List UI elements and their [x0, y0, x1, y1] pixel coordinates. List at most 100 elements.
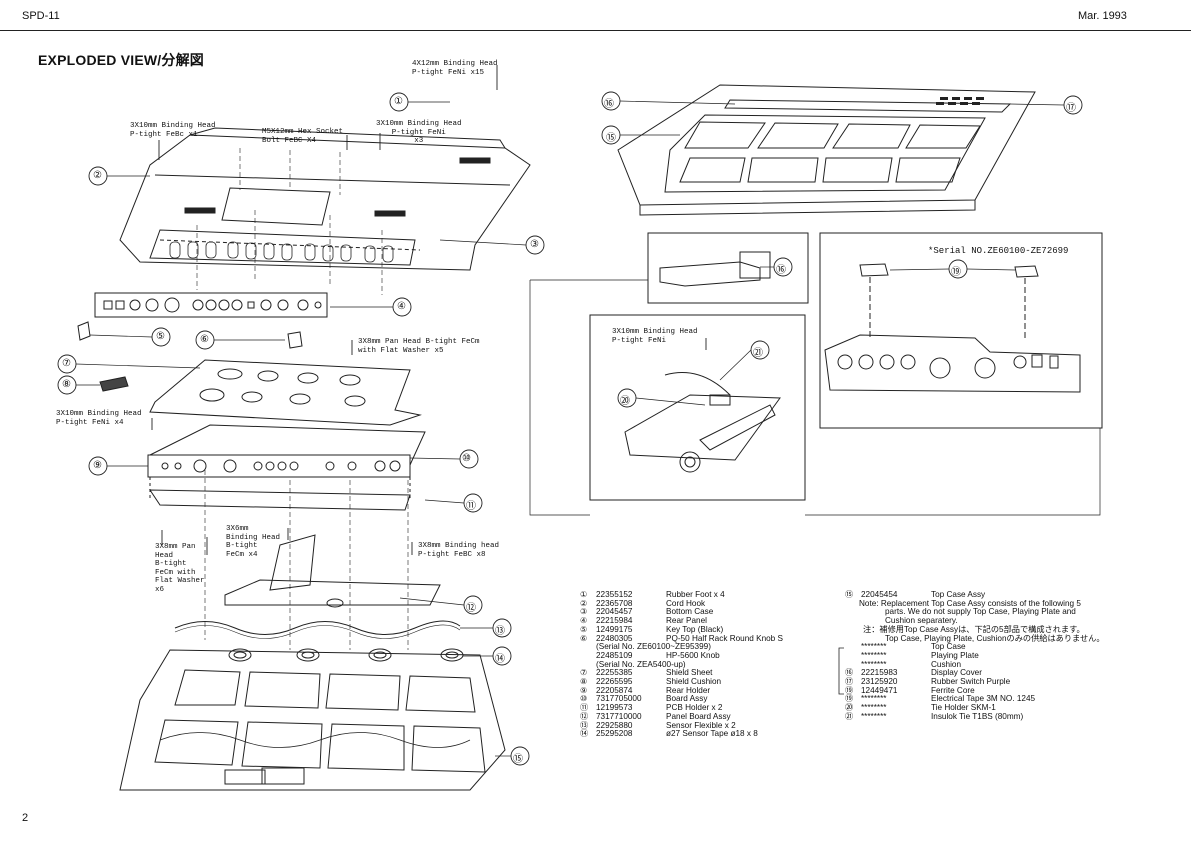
part-number	[845, 643, 861, 652]
part-code: 22925880	[596, 720, 633, 730]
part-number	[580, 643, 596, 652]
part-number: ⑨	[580, 685, 588, 695]
screw-label-line: 3X10mm Binding Head	[612, 328, 698, 336]
part-desc: Tie Holder SKM-1	[931, 703, 996, 713]
rear-holder-drawing	[147, 424, 426, 511]
shield-cushion-drawing	[99, 376, 129, 392]
screw-label-3x10-feni-x4: 3X10mm Binding Head P-tight FeNi x4	[56, 410, 142, 427]
part-desc: Rubber Foot x 4	[666, 590, 725, 599]
top-case-underside-drawing	[119, 649, 506, 791]
part-number: ⑫	[580, 711, 589, 721]
part-desc: Key Top (Black)	[666, 624, 724, 634]
screw-label-line: 3X10mm Binding Head	[376, 120, 462, 128]
part-code: 7317705000	[596, 694, 642, 704]
callout-16: ⑯	[604, 99, 614, 110]
part-desc: Board Assy	[666, 694, 708, 704]
screw-label-line: P-tight FeNi	[391, 128, 446, 137]
screw-label-m5x12: M5X12mm Hex Socket Bolt FeBC X4	[262, 128, 343, 145]
screw-label-line: x3	[414, 137, 424, 145]
part-number: ①	[580, 590, 588, 599]
list-item: ********Cushion	[845, 659, 1105, 670]
part-number: ⑲	[845, 694, 854, 704]
callout-12: ⑫	[466, 603, 476, 614]
callout-17: ⑰	[1066, 103, 1076, 114]
part-desc: Playing Plate	[931, 650, 979, 660]
screw-label-3x10-feni-x3: 3X10mm Binding Head P-tight FeNi x3	[376, 120, 462, 146]
list-item: ⑳********Tie Holder SKM-1	[845, 703, 1105, 713]
rear-panel-drawing	[94, 292, 328, 318]
callout-3: ③	[530, 239, 539, 250]
part-desc: Top Case	[931, 642, 966, 652]
screw-label-3x6: 3X6mm Binding Head B-tight FeCm x4	[226, 525, 280, 559]
part-number: ⑥	[580, 633, 588, 643]
screw-label-line: Binding Head	[226, 533, 281, 542]
part-number: ⑩	[580, 694, 588, 704]
part-number: ②	[580, 598, 588, 608]
top-case-drawing	[617, 84, 1036, 216]
callout-1: ①	[394, 96, 403, 107]
screw-label-line: FeCm x4	[226, 550, 258, 559]
part-code: 22265595	[596, 677, 633, 687]
part-code: 22045457	[596, 607, 633, 617]
sensor-tape-drawing	[228, 648, 464, 662]
part-number: ⑮	[845, 590, 854, 599]
part-code: 22045454	[861, 590, 898, 599]
part-desc: Shield Cushion	[666, 677, 722, 687]
callout-14: ⑭	[495, 654, 505, 665]
screw-label-line: Flat Washer	[155, 577, 205, 585]
list-item: ******** Playing Plate	[845, 650, 1105, 661]
bracket-mark	[838, 647, 844, 695]
serial-inset-box	[819, 232, 1103, 429]
callout-7: ⑦	[62, 358, 71, 369]
screw-label-3x8-binding-x8: 3X8mm Binding head P-tight FeBC x8	[418, 542, 499, 559]
part-number: ⑧	[580, 677, 588, 687]
part-code: 7317710000	[596, 711, 642, 721]
part-number: ⑦	[580, 668, 588, 678]
part-desc: Top Case Assy	[931, 590, 986, 599]
note-line: parts. We do not supply Top Case, Playin…	[885, 607, 1076, 617]
screw-label-4x12: 4X12mm Binding Head P-tight FeNi x15	[412, 60, 498, 77]
part-code: ********	[861, 694, 887, 704]
list-item: (Serial No. ZEA5400-up)	[580, 660, 783, 670]
part-number: ⑯	[845, 668, 854, 678]
part-desc: ø27 Sensor Tape ø18 x 8	[666, 729, 758, 739]
part-desc: Shield Sheet	[666, 668, 713, 678]
screw-label-3x10-febc: 3X10mm Binding Head P-tight FeBc x1	[130, 122, 216, 139]
screw-label-line: B-tight	[226, 542, 258, 550]
header-model: SPD-11	[22, 10, 60, 22]
part-desc: Insulok Tie T1BS (80mm)	[931, 711, 1024, 721]
part-code: 22215983	[861, 668, 898, 678]
callout-6: ⑥	[200, 334, 209, 345]
callout-20: ⑳	[620, 396, 630, 407]
screw-label-line: B-tight	[155, 560, 187, 568]
part-desc: Bottom Case	[666, 607, 714, 617]
screw-label-line: Head	[155, 551, 174, 560]
note-line: 注：補修用Top Case Assyは、下記の5部品で構成されます。	[863, 624, 1085, 634]
part-code: 22205874	[596, 685, 633, 695]
screw-label-line: 3X10mm Binding Head	[130, 122, 216, 130]
screw-label-3x8-pan-x6: 3X8mm Pan Head B-tight FeCm with Flat Wa…	[155, 543, 205, 594]
callout-15-lower: ⑮	[513, 754, 523, 765]
callout-15-upper: ⑮	[606, 133, 616, 144]
part-desc: Cushion	[931, 659, 962, 669]
screw-label-line: 4X12mm Binding Head	[412, 60, 498, 68]
part-code: ********	[861, 650, 887, 660]
part-desc: HP-5600 Knob	[666, 650, 720, 660]
part-desc: PCB Holder x 2	[666, 703, 723, 713]
callout-19: ⑲	[951, 267, 961, 278]
